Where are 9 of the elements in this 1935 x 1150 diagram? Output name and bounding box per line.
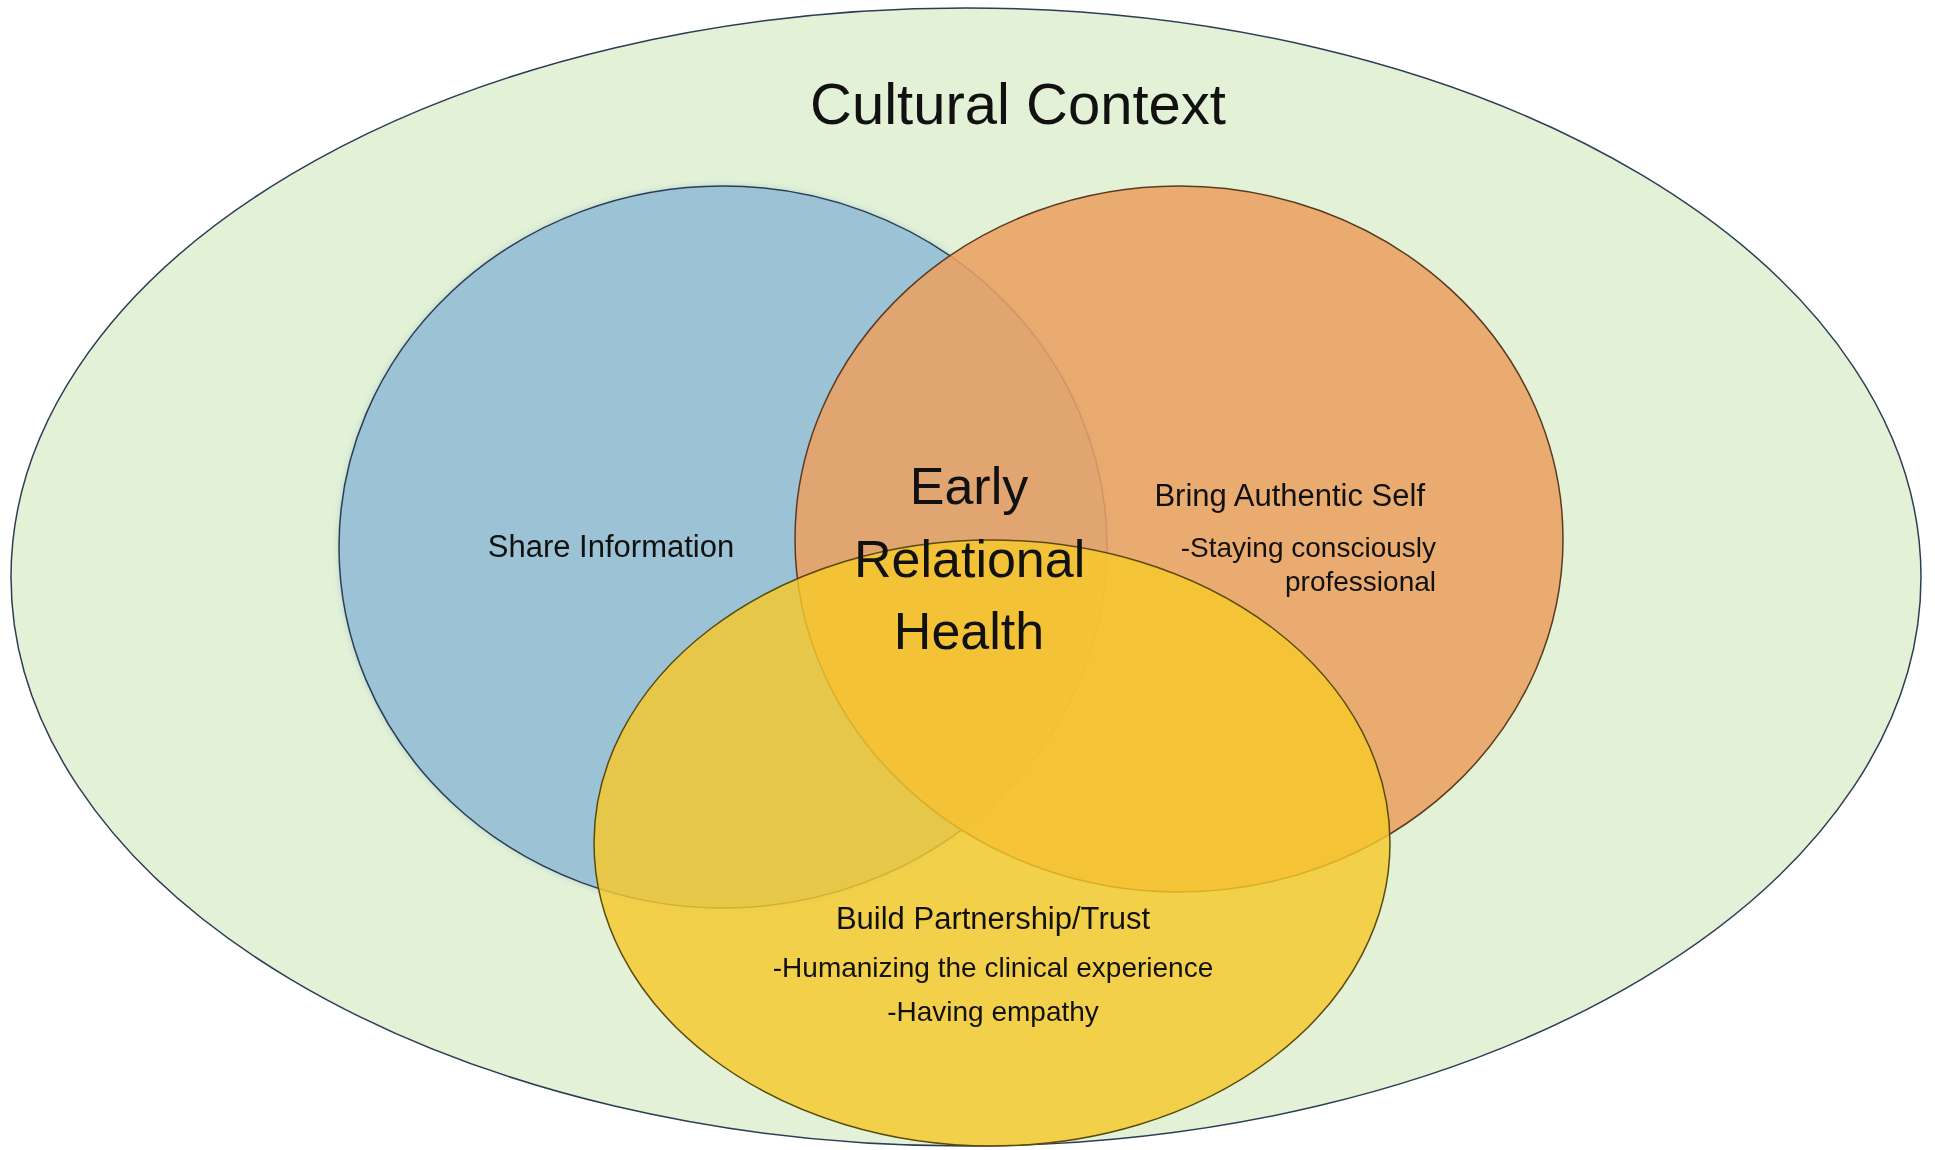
- bullet-text: -Having empathy: [887, 995, 1099, 1029]
- heading-text: Bring Authentic Self: [1154, 477, 1425, 515]
- center-label: Early Relational Health: [854, 455, 1084, 663]
- venn-ellipse: [10, 7, 1922, 1147]
- heading-text: Share Information: [487, 528, 735, 566]
- bullet-text: -Staying consciously professional: [1179, 531, 1436, 599]
- bullet-text: -Humanizing the clinical experience: [772, 951, 1214, 985]
- heading-text: Cultural Context: [810, 70, 1226, 139]
- heading-text: Build Partnership/Trust: [835, 900, 1151, 938]
